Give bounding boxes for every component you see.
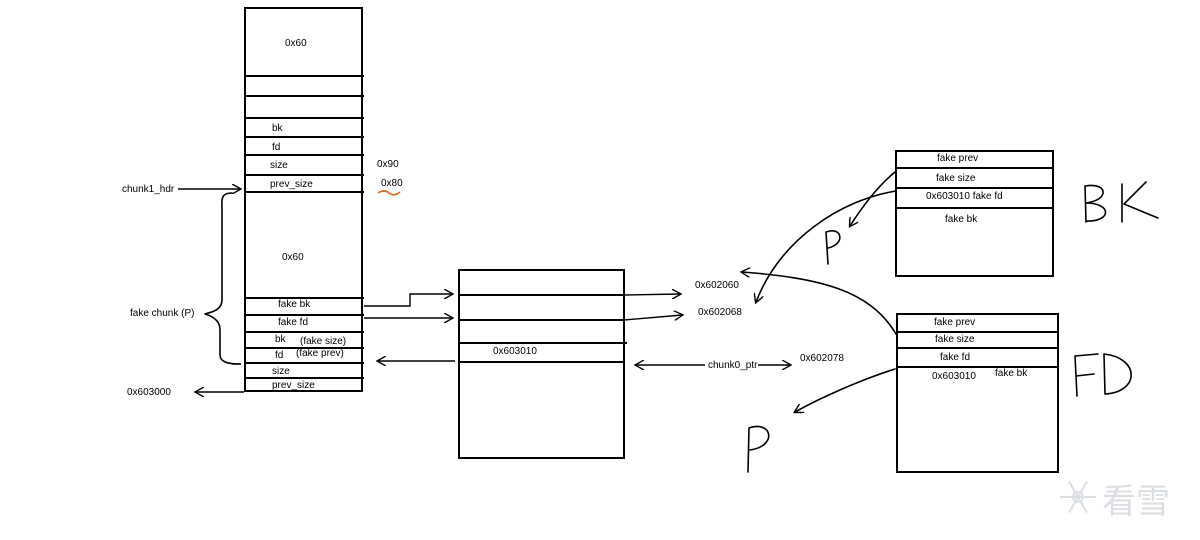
fd-p-handwritten <box>747 425 770 473</box>
bk-box <box>895 150 1054 277</box>
prev-size2-label: prev_size <box>272 380 315 391</box>
bk-fd-curve <box>756 190 897 302</box>
fd-value-label: 0x603010 <box>932 371 976 382</box>
size2-label: size <box>272 366 290 377</box>
addr2-label: 0x602068 <box>698 307 742 318</box>
watermark: 看雪 <box>1060 480 1170 522</box>
middle-box <box>458 269 625 459</box>
fake-bk-label: fake bk <box>278 299 311 310</box>
bk-to-p-arrow <box>850 171 896 226</box>
left-chunk-dividers <box>245 75 364 379</box>
fd-fake-fd-label: fake fd <box>940 352 970 363</box>
left-chunk-box <box>244 7 363 392</box>
fd2-label: fd <box>275 350 283 361</box>
addr1-label: 0x602060 <box>695 280 739 291</box>
fd-bk-curve <box>742 272 897 335</box>
fake-prev-label: (fake prev) <box>296 348 344 359</box>
underline-mark <box>377 190 401 196</box>
fake-chunk-label: fake chunk (P) <box>130 308 194 319</box>
addr2-arrow <box>623 315 682 321</box>
bk-box-dividers <box>896 167 1053 209</box>
fd-fake-prev-label: fake prev <box>934 317 975 328</box>
addr1-arrow <box>623 294 680 295</box>
prev-size-value: 0x80 <box>381 178 403 189</box>
fd-fake-bk-label: fake bk <box>995 368 1028 379</box>
prev-size-label: prev_size <box>270 179 313 190</box>
fake-bk-arrow <box>364 294 452 307</box>
bk-fake-prev-label: fake prev <box>937 153 978 164</box>
fd-box-dividers <box>897 331 1058 368</box>
watermark-text: 看雪 <box>1102 482 1170 522</box>
bk-label: bk <box>272 123 284 134</box>
top-value-label: 0x60 <box>285 38 307 49</box>
bk2-label: bk <box>275 334 287 345</box>
fd-fake-size-label: fake size <box>935 334 975 345</box>
fake-chunk-brace <box>204 192 241 365</box>
chunk1-hdr-label: chunk1_hdr <box>122 184 175 195</box>
size-label: size <box>270 160 288 171</box>
fd-handwritten-label <box>1074 353 1132 397</box>
chunk0-ptr-label: chunk0_ptr <box>708 360 758 371</box>
size-value: 0x90 <box>377 159 399 170</box>
bk-p-handwritten <box>825 230 841 265</box>
base-addr-label: 0x603000 <box>127 387 171 398</box>
fake-fd-label: fake fd <box>278 317 308 328</box>
bk-handwritten-label <box>1084 181 1159 223</box>
fd-to-p-arrow <box>795 368 896 412</box>
bk-fake-bk-label: fake bk <box>945 214 978 225</box>
middle-value-label: 0x603010 <box>493 346 537 357</box>
mid-value-label: 0x60 <box>282 252 304 263</box>
middle-dividers <box>459 294 627 363</box>
bk-fake-fd-label: 0x603010 fake fd <box>926 191 1003 202</box>
fd-label: fd <box>272 142 280 153</box>
bk-fake-size-label: fake size <box>936 173 976 184</box>
snowflake-icon <box>1060 480 1096 514</box>
fake-size-label: (fake size) <box>300 336 346 347</box>
addr3-label: 0x602078 <box>800 353 844 364</box>
fd-box <box>896 313 1059 473</box>
